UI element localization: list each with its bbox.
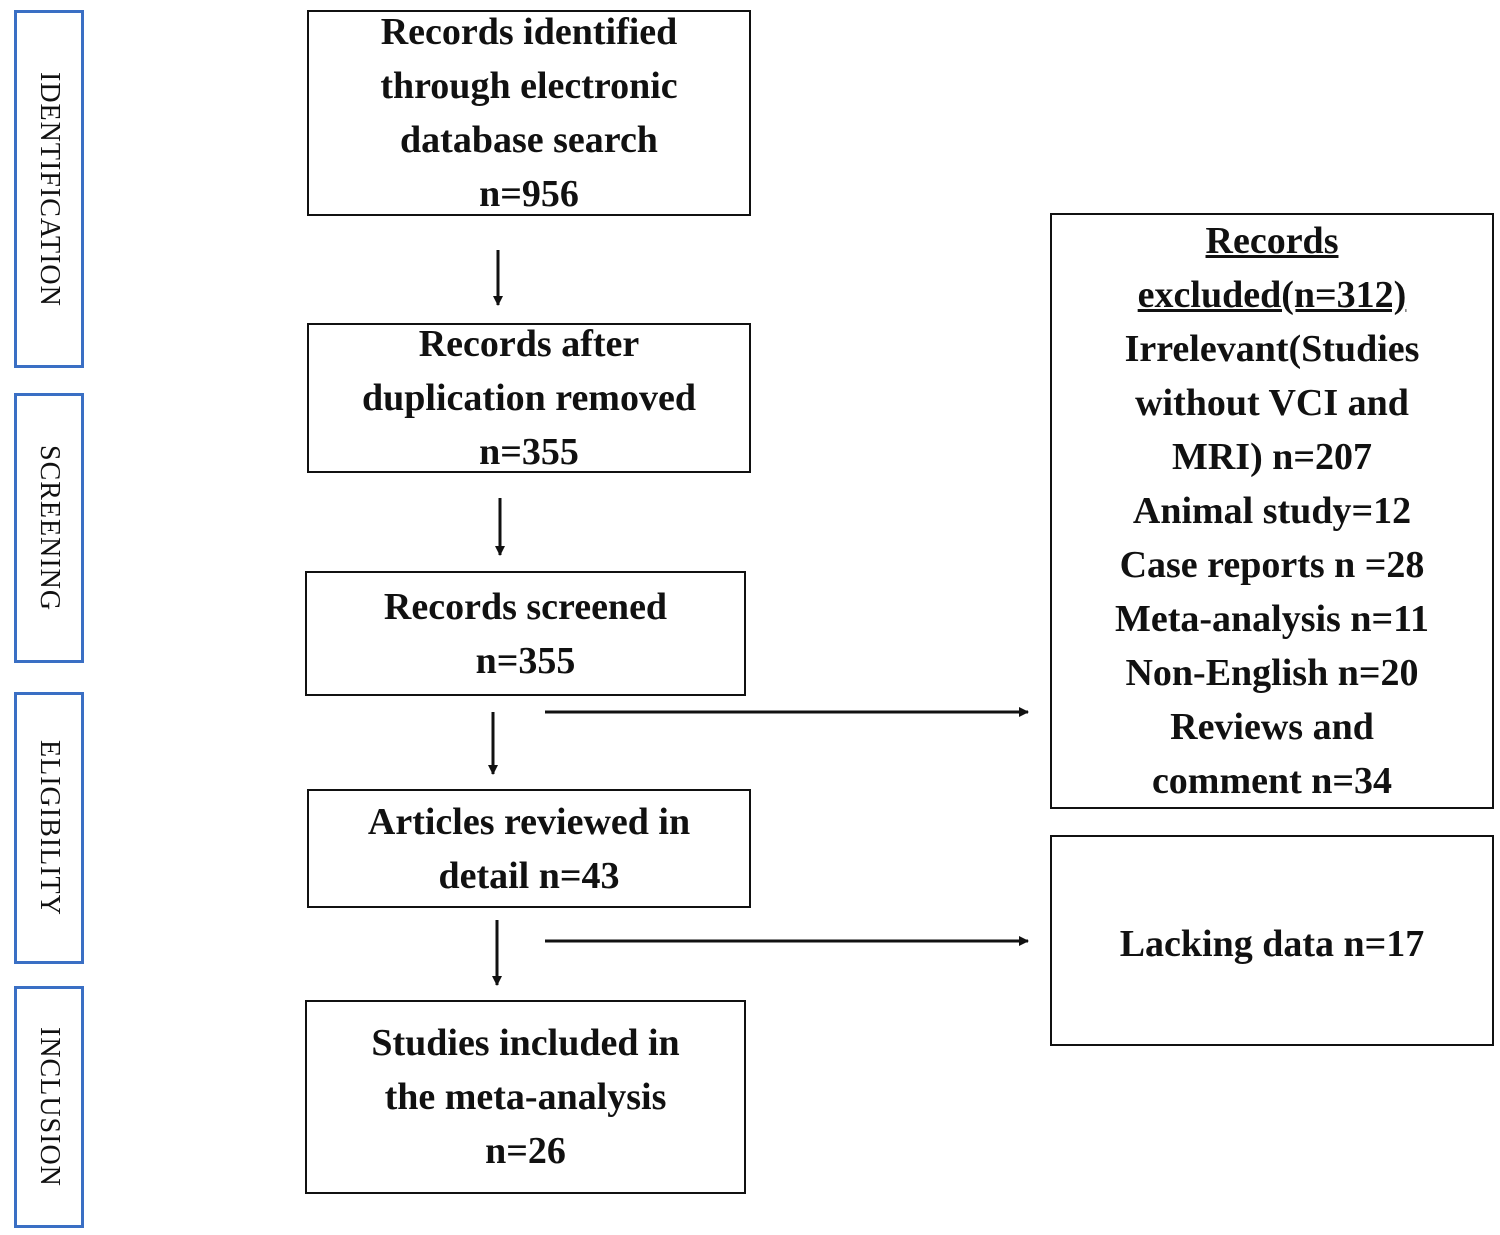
excluded-reason-line: comment n=34 [1151,760,1393,802]
lacking-data-label: Lacking data n=17 [1119,923,1425,965]
box-text-line: through electronic [380,65,678,107]
box-text-line: the meta-analysis [384,1076,667,1118]
phase-inclusion: INCLUSION [14,986,84,1228]
excluded-header-line: excluded(n=312) [1137,274,1407,316]
excluded-reason-line: Case reports n =28 [1119,544,1425,586]
box-text-line: Studies included in [371,1022,680,1064]
box-text-line: Articles reviewed in [367,800,691,843]
box-count: n=26 [485,1130,566,1172]
box-lacking-data: Lacking data n=17 [1050,835,1494,1046]
box-text-line: Records screened [383,585,668,628]
box-text-line: duplication removed [362,377,696,419]
phase-inclusion-label: INCLUSION [34,1027,65,1187]
phase-identification-label: IDENTIFICATION [34,71,65,307]
excluded-reason-line: MRI) n=207 [1171,436,1373,478]
excluded-reason-line: Irrelevant(Studies [1124,328,1420,370]
phase-identification: IDENTIFICATION [14,10,84,368]
box-records-identified: Records identified through electronic da… [307,10,751,216]
box-text-line: Records identified [380,11,678,53]
phase-eligibility-label: ELIGIBILITY [34,740,65,916]
box-records-screened: Records screened n=355 [305,571,746,696]
excluded-reason-line: Non-English n=20 [1125,652,1419,694]
box-records-deduplicated: Records after duplication removed n=355 [307,323,751,473]
box-count: n=355 [475,639,576,682]
phase-screening: SCREENING [14,393,84,663]
box-articles-reviewed: Articles reviewed in detail n=43 [307,789,751,908]
excluded-reason-line: Animal study=12 [1132,490,1412,532]
box-records-excluded: Records excluded(n=312) Irrelevant(Studi… [1050,213,1494,809]
phase-screening-label: SCREENING [34,444,65,612]
box-studies-included: Studies included in the meta-analysis n=… [305,1000,746,1194]
box-text-line: detail n=43 [438,854,620,897]
excluded-reason-line: Meta-analysis n=11 [1114,598,1430,640]
phase-eligibility: ELIGIBILITY [14,692,84,964]
box-count: n=956 [479,173,579,215]
box-text-line: database search [400,119,658,161]
box-count: n=355 [479,431,579,473]
excluded-reason-line: Reviews and [1170,706,1374,748]
box-text-line: Records after [418,323,640,365]
excluded-header-line: Records [1205,220,1339,262]
excluded-reason-line: without VCI and [1135,382,1409,424]
